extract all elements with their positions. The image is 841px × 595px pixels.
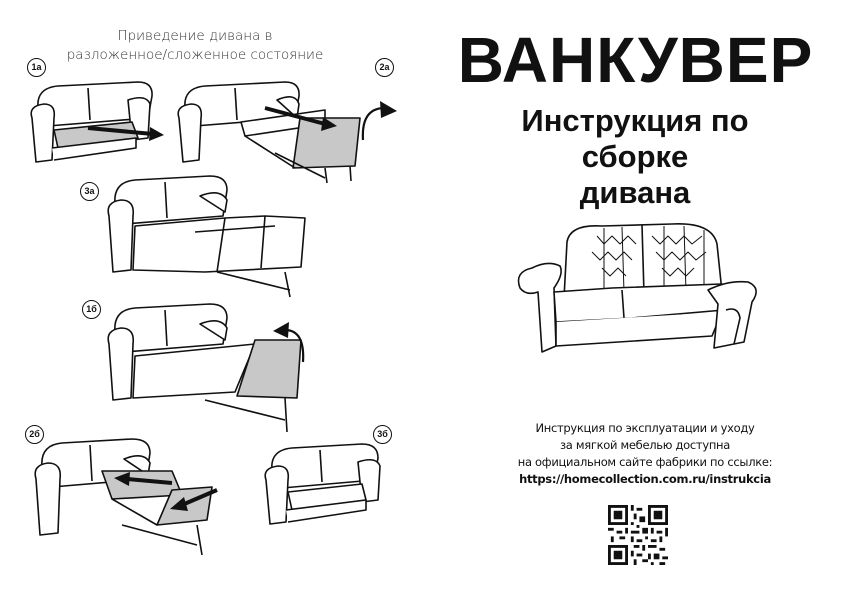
steps-heading-line2: разложенное/сложенное состояние — [66, 47, 324, 63]
care-instructions-note: Инструкция по эксплуатации и уходу за мя… — [490, 420, 800, 488]
step-badge-2b: 2б — [25, 425, 44, 444]
step-badge-1b: 1б — [82, 300, 101, 319]
note-line3: на официальном сайте фабрики по ссылке: — [517, 455, 773, 469]
steps-heading-line1: Приведение дивана в — [117, 28, 273, 44]
steps-heading: Приведение дивана в разложенное/сложенно… — [40, 27, 350, 65]
subtitle-line3: дивана — [579, 175, 691, 210]
sofa-illustration — [517, 223, 757, 353]
note-line1: Инструкция по эксплуатации и уходу — [535, 421, 755, 435]
sofa-step-3a-illustration — [107, 175, 306, 298]
note-line2: за мягкой мебелью доступна — [559, 438, 731, 452]
instruction-subtitle: Инструкция по сборке дивана — [490, 103, 780, 211]
assembly-steps-panel: Приведение дивана в разложенное/сложенно… — [0, 0, 420, 595]
subtitle-line2: сборке — [581, 139, 689, 174]
qr-code[interactable] — [608, 505, 668, 565]
sofa-step-1a-illustration — [30, 81, 164, 163]
subtitle-line1: Инструкция по — [521, 103, 749, 138]
cover-panel: ВАНКУВЕР Инструкция по сборке дивана — [420, 0, 841, 595]
sofa-step-3b-illustration — [264, 443, 381, 525]
sofa-step-2b-illustration — [34, 438, 218, 556]
step-badge-2a: 2а — [375, 58, 394, 77]
sofa-step-2a-illustration — [177, 81, 397, 184]
step-badge-3b: 3б — [373, 425, 392, 444]
instructions-link[interactable]: https://homecollection.com.ru/instrukcia — [519, 472, 771, 486]
sofa-step-1b-illustration — [107, 303, 305, 433]
brand-title: ВАНКУВЕР — [457, 24, 814, 96]
step-badge-1a: 1а — [27, 58, 46, 77]
step-badge-3a: 3а — [80, 182, 99, 201]
